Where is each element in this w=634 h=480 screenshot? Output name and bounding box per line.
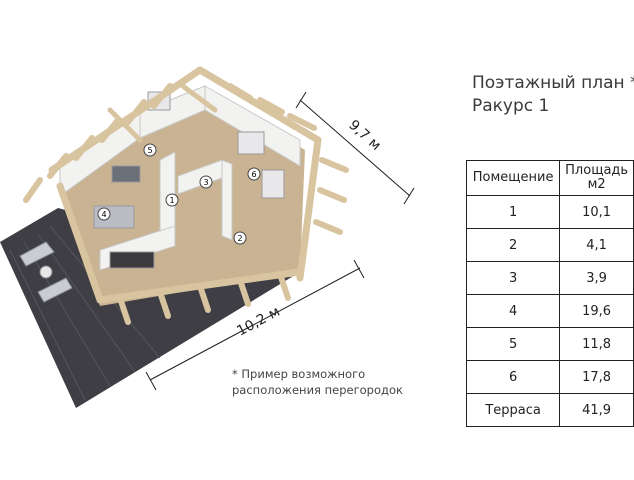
table-row: 1 10,1 [465,195,634,229]
depth-dimension-label: 9,7 м [345,117,383,154]
room-cell: 5 [465,327,561,361]
view-subtitle: Ракурс 1 [472,96,550,116]
title-block: Поэтажный план * Ракурс 1 [472,72,634,118]
dimension-lines [145,91,415,391]
deck-chairs [19,241,73,303]
room-cell: 4 [465,294,561,328]
room-marker-3: 3 [199,175,213,189]
room-cell: Терраса [465,393,561,427]
svg-text:1: 1 [169,196,174,205]
header-area: Площадь м2 [559,160,634,196]
note-line-1: * Пример возможного [232,367,366,381]
room-marker-5: 5 [143,143,157,157]
table-row: 6 17,8 [465,360,634,394]
room-cell: 3 [465,261,561,295]
room-marker-4: 4 [97,207,111,221]
svg-text:2: 2 [237,234,242,243]
floor-plan-render: 1 2 3 4 5 6 [0,66,415,408]
room-marker-1: 1 [165,193,179,207]
area-cell: 4,1 [559,228,634,262]
table-row: 2 4,1 [465,228,634,262]
floor-plan-illustration: 1 2 3 4 5 6 [0,66,415,408]
table-row: 3 3,9 [465,261,634,295]
terrace-planks [9,225,161,401]
table-row: 5 11,8 [465,327,634,361]
timber-beams [23,66,349,325]
room-markers: 1 2 3 4 5 6 [97,143,261,245]
table-row: 4 19,6 [465,294,634,328]
area-cell: 19,6 [559,294,634,328]
room-marker-6: 6 [247,167,261,181]
room-area-table: Помещение Площадь м2 1 10,1 2 4,1 3 3,9 … [465,160,634,427]
header-area-line1: Площадь [565,163,629,178]
svg-text:5: 5 [147,146,152,155]
area-cell: 17,8 [559,360,634,394]
area-cell: 10,1 [559,195,634,229]
area-cell: 3,9 [559,261,634,295]
room-cell: 6 [465,360,561,394]
area-cell: 11,8 [559,327,634,361]
svg-text:4: 4 [101,210,106,219]
table-header-row: Помещение Площадь м2 [465,160,634,196]
svg-text:6: 6 [251,170,256,179]
table-row: Терраса 41,9 [465,393,634,427]
room-cell: 1 [465,195,561,229]
room-marker-2: 2 [233,231,247,245]
room-cell: 2 [465,228,561,262]
header-area-line2: м2 [587,177,606,192]
header-room: Помещение [465,160,561,196]
svg-text:3: 3 [203,178,208,187]
partition-note: * Пример возможного расположения перегор… [232,366,403,398]
width-dimension-label: 10,2 м [234,304,282,340]
area-cell: 41,9 [559,393,634,427]
page-title: Поэтажный план * [472,73,634,93]
note-line-2: расположения перегородок [232,383,403,397]
